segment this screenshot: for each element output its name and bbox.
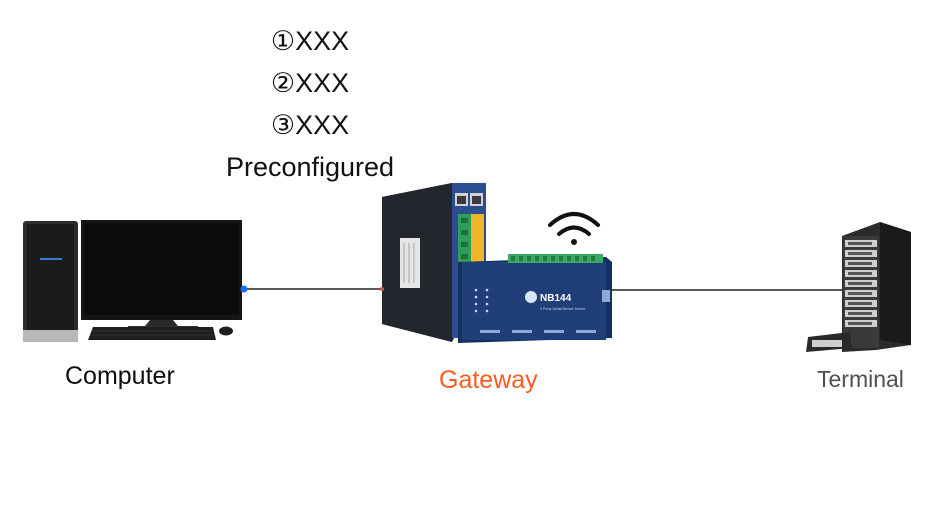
config-steps: ①XXX ②XXX ③XXX Preconfigured	[200, 20, 420, 188]
device-subtitle: 4 Ports Serial Device Server	[540, 307, 586, 311]
step-3: ③XXX	[270, 110, 350, 140]
step-1: ①XXX	[270, 26, 350, 56]
step-preconfigured: Preconfigured	[225, 152, 395, 182]
gateway-device-icon: NB144 4 Ports Serial Device Server	[380, 183, 612, 343]
server-rack-icon	[806, 222, 911, 352]
computer-label: Computer	[65, 362, 175, 390]
gateway-label: Gateway	[439, 366, 538, 394]
terminal-label: Terminal	[817, 366, 904, 392]
computer-port-icon	[240, 285, 248, 293]
step-2: ②XXX	[270, 68, 350, 98]
wifi-icon	[548, 212, 600, 245]
device-model: NB144	[540, 293, 572, 304]
desktop-computer-icon	[23, 220, 248, 342]
